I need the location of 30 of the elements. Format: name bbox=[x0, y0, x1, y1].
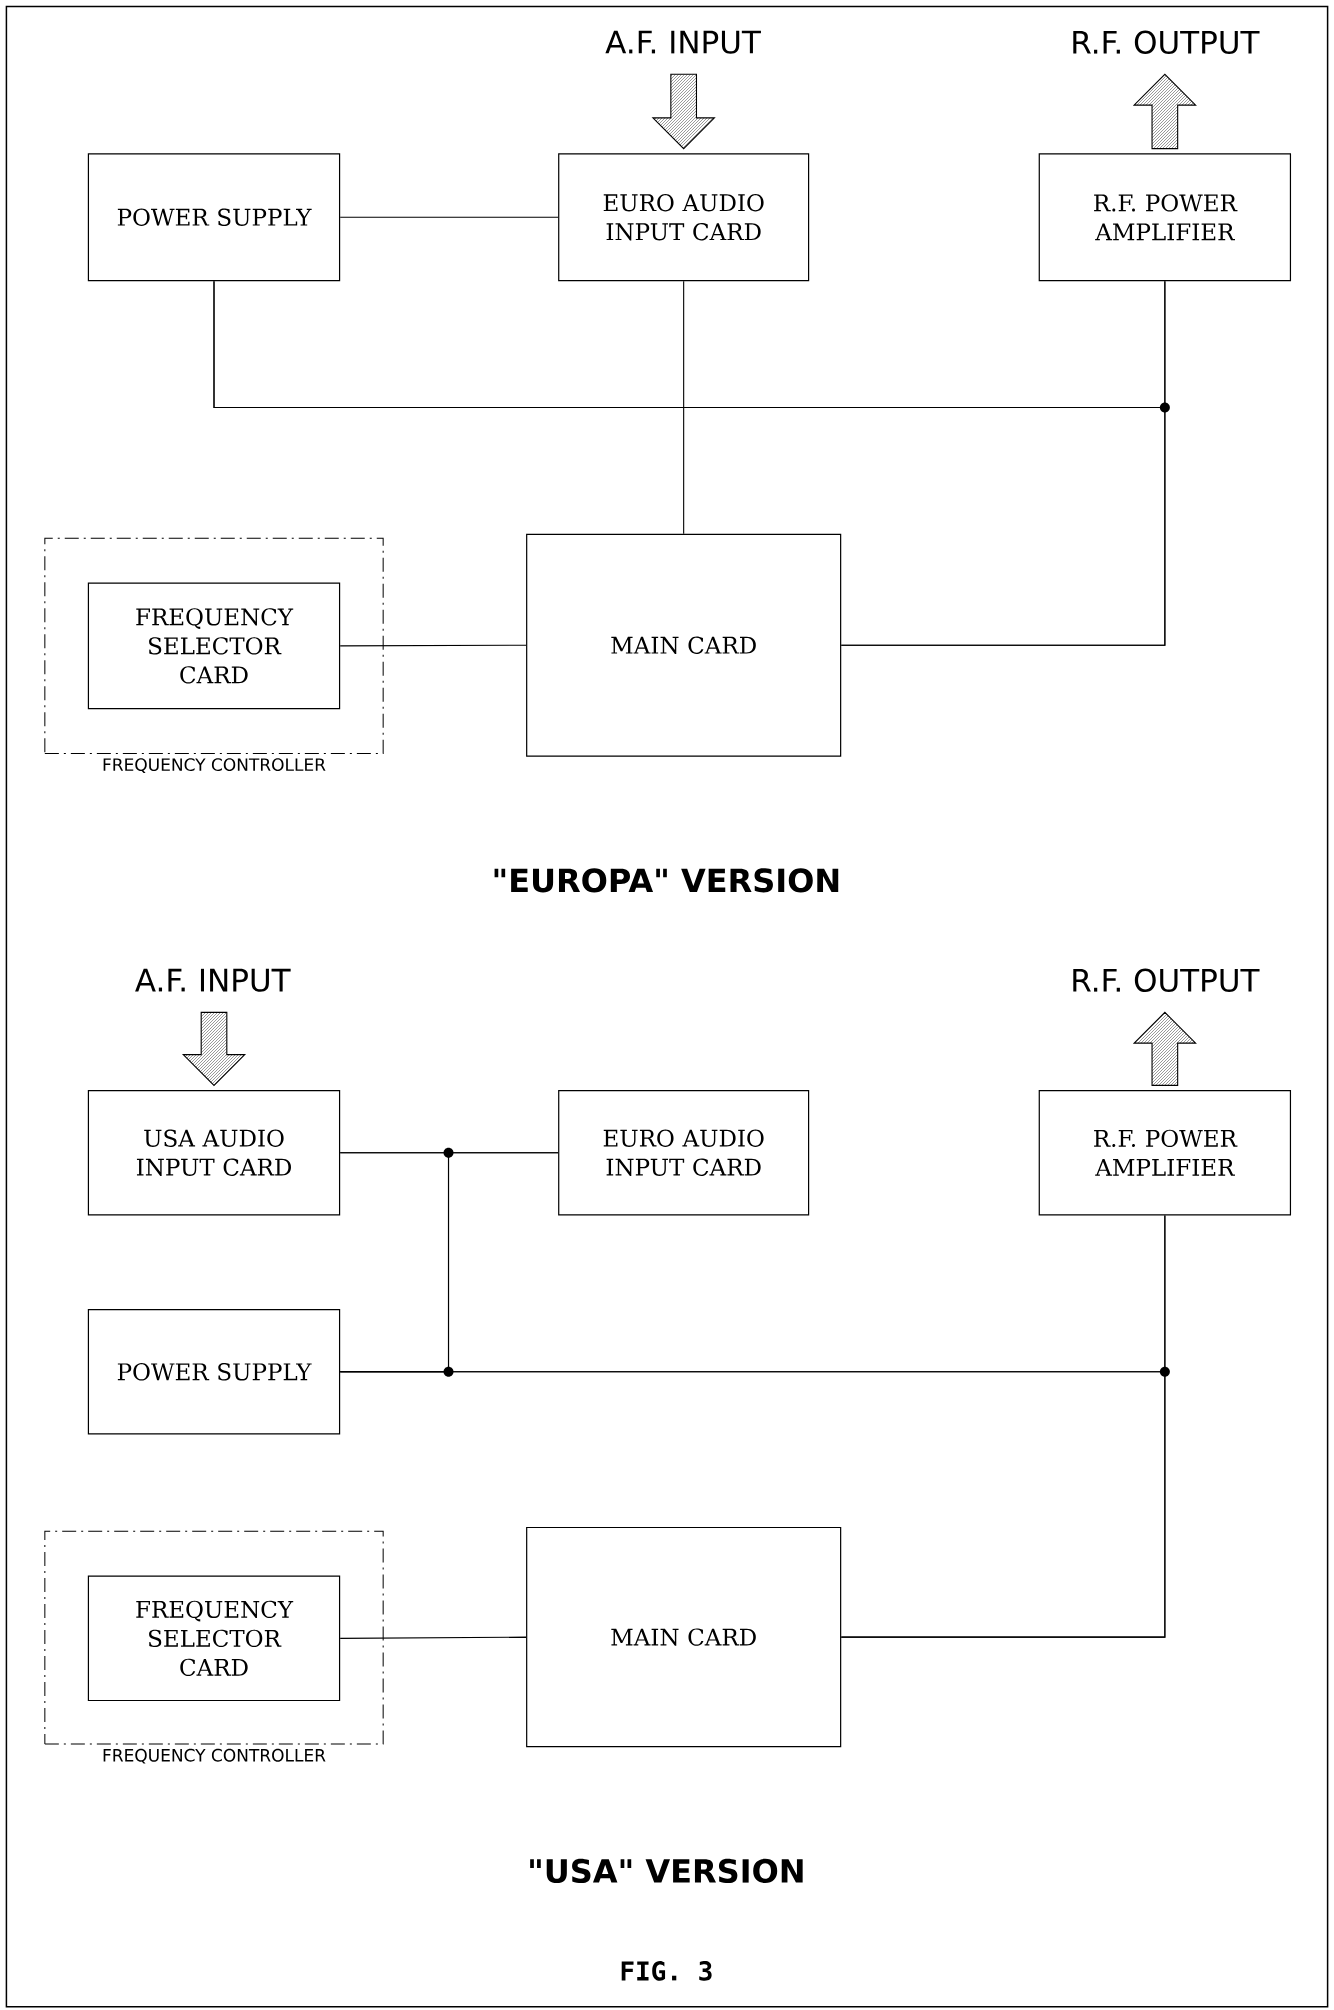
version-title: "EUROPA" VERSION bbox=[494, 868, 839, 893]
block-box: POWER SUPPLY bbox=[87, 1309, 341, 1435]
hatched-arrow bbox=[1132, 1011, 1197, 1086]
hatched-arrow bbox=[181, 1011, 247, 1087]
block-box: USA AUDIO INPUT CARD bbox=[87, 1089, 341, 1216]
block-box: FREQUENCY SELECTOR CARD bbox=[87, 1575, 341, 1702]
block-box: R.F. POWER AMPLIFIER bbox=[1038, 1089, 1292, 1216]
block-box: POWER SUPPLY bbox=[87, 153, 341, 282]
block-box: EURO AUDIO INPUT CARD bbox=[558, 1089, 810, 1216]
signal-label: A.F. INPUT bbox=[605, 30, 761, 54]
signal-label: A.F. INPUT bbox=[135, 968, 291, 992]
block-box: MAIN CARD bbox=[526, 533, 842, 757]
connector-line bbox=[339, 1636, 527, 1639]
block-box: R.F. POWER AMPLIFIER bbox=[1038, 153, 1292, 282]
connector-line bbox=[339, 644, 527, 647]
connector-line bbox=[840, 280, 1166, 646]
connector-line bbox=[683, 280, 685, 535]
hatched-arrow bbox=[651, 73, 716, 150]
connector-line bbox=[840, 1214, 1166, 1638]
hatched-arrow bbox=[1132, 73, 1197, 150]
block-box: MAIN CARD bbox=[526, 1526, 842, 1748]
node-label: FREQUENCY CONTROLLER bbox=[103, 758, 326, 774]
version-title: "USA" VERSION bbox=[530, 1858, 803, 1884]
block-box: EURO AUDIO INPUT CARD bbox=[558, 153, 810, 282]
connector-line bbox=[339, 216, 559, 218]
signal-label: R.F. OUTPUT bbox=[1073, 30, 1260, 54]
figure-caption: FIG. 3 bbox=[621, 1961, 712, 1981]
node-label: FREQUENCY CONTROLLER bbox=[103, 1748, 326, 1764]
block-box: FREQUENCY SELECTOR CARD bbox=[87, 582, 341, 710]
signal-label: R.F. OUTPUT bbox=[1073, 968, 1260, 993]
